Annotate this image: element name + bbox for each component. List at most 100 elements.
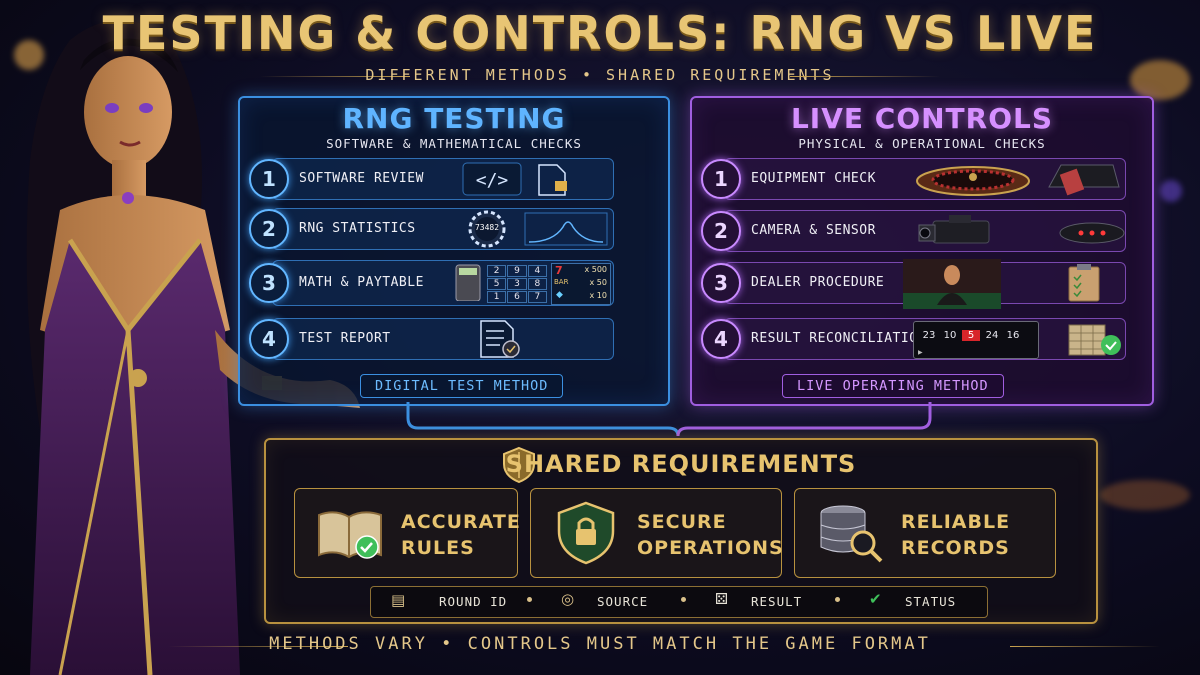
divider	[260, 76, 410, 77]
grid-cell: 7	[527, 291, 547, 303]
live-method-label: LIVE OPERATING METHOD	[782, 374, 1004, 398]
result-strip: 23 10 5 24 16	[920, 330, 1022, 341]
play-icon: ▶	[918, 349, 923, 356]
live-controls-panel: LIVE CONTROLS PHYSICAL & OPERATIONAL CHE…	[690, 96, 1154, 406]
grid-cell: 5	[487, 278, 507, 290]
paytable-value: x 500	[584, 265, 607, 274]
requirement-card: SECURE OPERATIONS	[530, 488, 784, 578]
grid-cell: 8	[527, 278, 547, 290]
footer-caption: METHODS VARY • CONTROLS MUST MATCH THE G…	[269, 634, 931, 654]
result-number: 23	[922, 330, 936, 341]
step-label: TEST REPORT	[299, 331, 391, 346]
grid-cell: 4	[527, 265, 547, 277]
document-icon: ▤	[391, 591, 406, 609]
meta-result: RESULT	[751, 594, 803, 609]
roulette-wheel-icon	[916, 166, 1030, 196]
grid-cell: 9	[507, 265, 527, 277]
step-number: 4	[701, 319, 741, 359]
camera-icon	[918, 215, 990, 244]
divider	[168, 646, 348, 647]
rng-method-label: DIGITAL TEST METHOD	[360, 374, 564, 398]
background-light	[1160, 180, 1182, 202]
result-number-highlight: 5	[962, 330, 980, 341]
dice-icon: ⚄	[715, 590, 729, 608]
divider	[790, 76, 940, 77]
rng-step-1: 1 SOFTWARE REVIEW </>	[249, 158, 614, 200]
step-label: SOFTWARE REVIEW	[299, 171, 424, 186]
grid-cell: 2	[487, 265, 507, 277]
paytable: 7 BAR ◆ x 500 x 50 x 10	[551, 263, 611, 305]
number-grid: 2 9 4 5 3 8 1 6 7	[487, 265, 547, 303]
book-check-icon	[318, 511, 382, 559]
meta-source: SOURCE	[597, 594, 649, 609]
step-number: 2	[249, 209, 289, 249]
grid-cell: 3	[507, 278, 527, 290]
separator-dot	[527, 597, 532, 602]
rng-panel-subtitle: SOFTWARE & MATHEMATICAL CHECKS	[326, 136, 582, 151]
target-icon: ◎	[561, 590, 575, 608]
result-number: 10	[943, 330, 957, 341]
result-number: 16	[1006, 330, 1020, 341]
grid-cell: 1	[487, 291, 507, 303]
step-number: 3	[249, 263, 289, 303]
svg-text:</>: </>	[476, 170, 509, 191]
step-label: CAMERA & SENSOR	[751, 223, 876, 238]
chip-icon	[468, 210, 506, 248]
paytable-symbol: BAR	[554, 278, 569, 286]
report-badge-icon	[480, 320, 520, 358]
page-subtitle: DIFFERENT METHODS • SHARED REQUIREMENTS	[365, 66, 835, 84]
rng-step-2: 2 RNG STATISTICS 73482	[249, 208, 614, 250]
rng-testing-panel: RNG TESTING SOFTWARE & MATHEMATICAL CHEC…	[238, 96, 670, 406]
shared-title: SHARED REQUIREMENTS	[505, 450, 857, 478]
requirement-line: RULES	[401, 537, 475, 559]
ledger-check-icon	[1068, 324, 1121, 356]
background-light	[1130, 60, 1190, 100]
meta-round-id: ROUND ID	[439, 594, 508, 609]
step-label: RESULT RECONCILIATION	[751, 331, 926, 346]
result-display: 23 10 5 24 16 ▶	[913, 321, 1039, 359]
step-number: 1	[249, 159, 289, 199]
shield-icon	[503, 446, 535, 484]
live-panel-title: LIVE CONTROLS	[790, 102, 1054, 135]
requirement-card: RELIABLE RECORDS	[794, 488, 1056, 578]
hostess-illustration	[26, 20, 360, 675]
requirement-label: RELIABLE RECORDS	[901, 509, 1010, 561]
check-circle-icon: ✔	[869, 590, 882, 608]
requirement-line: RELIABLE	[901, 511, 1011, 533]
step-label: MATH & PAYTABLE	[299, 275, 424, 290]
seven-symbol-icon: 7	[555, 264, 563, 277]
diamond-icon: ◆	[556, 290, 563, 300]
separator-dot	[835, 597, 840, 602]
requirement-line: ACCURATE	[401, 511, 521, 533]
separator-dot	[681, 597, 686, 602]
live-panel-subtitle: PHYSICAL & OPERATIONAL CHECKS	[798, 136, 1046, 151]
requirement-line: OPERATIONS	[637, 537, 784, 559]
live-step-4: 4 RESULT RECONCILIATION 23 10 5 24 16 ▶	[701, 318, 1126, 360]
requirement-line: RECORDS	[901, 537, 1010, 559]
grid-cell: 6	[507, 291, 527, 303]
step-number: 2	[701, 211, 741, 251]
step-label: DEALER PROCEDURE	[751, 275, 885, 290]
bell-curve-icon	[524, 212, 608, 246]
divider	[1010, 646, 1160, 647]
rng-step-4: 4 TEST REPORT	[249, 318, 614, 360]
clipboard-icon	[1068, 264, 1100, 302]
step-label: RNG STATISTICS	[299, 221, 416, 236]
calculator-icon	[455, 264, 481, 301]
step-number: 4	[249, 319, 289, 359]
step-number: 1	[701, 159, 741, 199]
requirement-line: SECURE	[637, 511, 727, 533]
paytable-value: x 50	[589, 278, 607, 287]
sensor-icon	[1059, 222, 1125, 244]
paytable-value: x 10	[589, 291, 607, 300]
shield-lock-icon	[557, 501, 615, 565]
rng-step-3: 3 MATH & PAYTABLE 2 9 4 5 3 8 1 6 7 7 BA…	[249, 260, 614, 306]
chip-number: 73482	[474, 223, 500, 232]
meta-status: STATUS	[905, 594, 957, 609]
subtitle-bar: DIFFERENT METHODS • SHARED REQUIREMENTS	[260, 66, 940, 88]
card-shoe-icon	[1048, 164, 1120, 196]
database-search-icon	[820, 505, 883, 563]
record-fields-bar: ▤ ROUND ID ◎ SOURCE ⚄ RESULT ✔ STATUS	[370, 586, 988, 618]
requirement-label: ACCURATE RULES	[401, 509, 521, 561]
requirement-card: ACCURATE RULES	[294, 488, 521, 578]
